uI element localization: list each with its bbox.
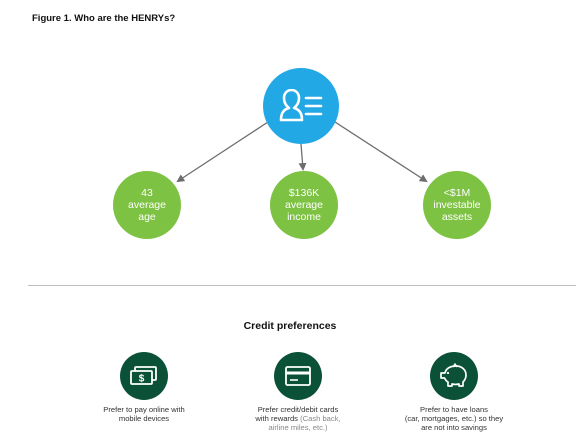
money-icon: $ [120, 352, 168, 400]
stat-label: average [285, 199, 323, 211]
connector-line-age [176, 121, 269, 183]
credit-card-icon [274, 352, 322, 400]
stat-value: <$1M [443, 187, 471, 199]
pref-reward-cards-text: Prefer credit/debit cards with rewards (… [255, 405, 341, 432]
stat-value: $136K [288, 187, 320, 199]
stat-label: income [287, 211, 321, 223]
stat-label: age [138, 211, 156, 223]
pref-loans-text: Prefer to have loans (car, mortgages, et… [404, 405, 504, 432]
section-divider [28, 285, 576, 286]
user-profile-icon [279, 89, 323, 122]
svg-text:$: $ [139, 374, 145, 385]
pref-mobile-payment-text: Prefer to pay online with mobile devices [103, 405, 185, 423]
piggy-bank-icon [430, 352, 478, 400]
stat-label: assets [441, 211, 473, 223]
stat-label: investable [433, 199, 481, 211]
stat-average-income: $136K average income [270, 171, 338, 239]
connector-line-income [298, 143, 307, 171]
stat-value: 43 [141, 187, 153, 199]
stat-investable-assets: <$1M investable assets [423, 171, 491, 239]
stat-label: average [128, 199, 166, 211]
credit-preferences-title: Credit preferences [243, 320, 337, 332]
connector-line-assets [334, 121, 428, 183]
stat-average-age: 43 average age [113, 171, 181, 239]
henry-profile-hub [263, 68, 339, 144]
figure-title: Figure 1. Who are the HENRYs? [32, 13, 176, 24]
